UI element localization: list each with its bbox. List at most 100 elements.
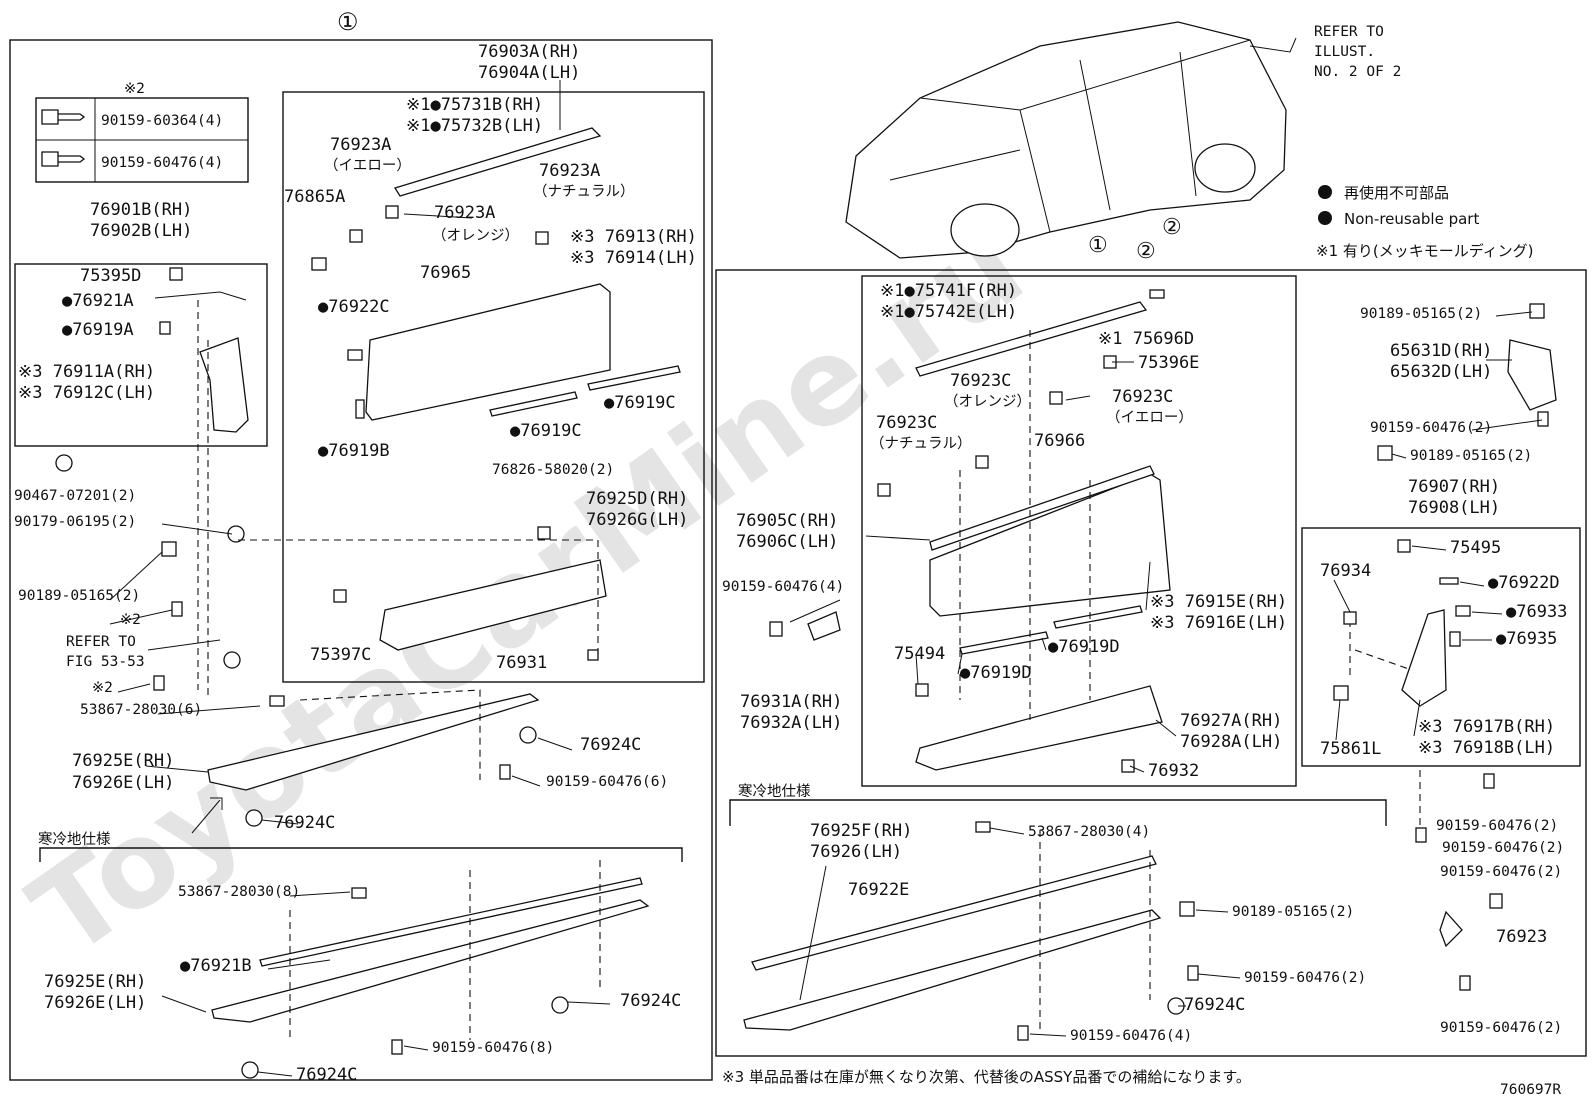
- part-label: ●76922C: [318, 297, 390, 317]
- part-label: 76901B(RH): [90, 200, 192, 220]
- part-label: 90159-60476(2): [1440, 864, 1562, 880]
- screw-icon: [41, 109, 86, 125]
- section-2-labels: ※1●75741F(RH) ※1●75742E(LH) ※1 75696D 75…: [722, 281, 1366, 1044]
- part-label: ●76919C: [604, 393, 676, 413]
- part-label: ●76933: [1506, 602, 1567, 622]
- clip-76922d: [1439, 577, 1459, 585]
- part-label: 76924C: [620, 991, 681, 1011]
- car-marker-1: ①: [1088, 233, 1108, 258]
- clip-icon: [877, 483, 891, 497]
- rocker-panel-lower: [211, 899, 650, 1023]
- part-label: ※1 75696D: [1098, 329, 1194, 349]
- moulding-panel-2: [929, 473, 1171, 617]
- car-marker-2a: ②: [1162, 215, 1182, 240]
- clip-76919a: [159, 321, 171, 335]
- clip-icon: [161, 541, 177, 557]
- clip-icon: [587, 649, 599, 661]
- clip-icon: [385, 205, 399, 219]
- clip-76919b: [355, 399, 365, 419]
- screw-icon: [171, 601, 183, 617]
- part-label: 76934: [1320, 561, 1371, 581]
- part-label: 90159-60476(2): [1442, 840, 1564, 856]
- part-label: 76924C: [1184, 995, 1245, 1015]
- clip-icon: [1529, 303, 1545, 319]
- cold-spec-bracket-2: [729, 799, 1387, 826]
- part-label: 90189-05165(2): [1360, 306, 1482, 322]
- lower-strip-3: [959, 631, 1049, 655]
- screw-icon: [153, 675, 165, 691]
- moulding-frame-2: [861, 275, 1297, 787]
- part-label: 75494: [894, 644, 945, 664]
- part-label: 76932A(LH): [740, 713, 842, 733]
- refer-illust-1: REFER TO: [1314, 24, 1384, 40]
- part-label: 90467-07201(2): [14, 488, 136, 504]
- section-2-leaders: [789, 311, 1543, 1037]
- part-label: 76923A: [539, 161, 600, 181]
- table-row-1: 90159-60364(4): [101, 113, 223, 129]
- part-label: 76928A(LH): [1180, 732, 1282, 752]
- clip-icon: [351, 887, 367, 899]
- clip-icon: [1333, 685, 1349, 701]
- table-mark: ※2: [124, 81, 145, 97]
- screw-icon: [391, 1039, 403, 1055]
- screw-icon: [1415, 827, 1427, 843]
- clip-76933: [1455, 605, 1471, 617]
- part-label: 76826-58020(2): [492, 462, 614, 478]
- front-end-piece: [199, 337, 249, 433]
- part-label: 65631D(RH): [1390, 341, 1492, 361]
- part-label: ※1●75742E(LH): [880, 302, 1017, 322]
- part-label: 76908(LH): [1408, 498, 1500, 518]
- part-label: 76907(RH): [1408, 477, 1500, 497]
- chrome-moulding: [393, 127, 602, 197]
- part-label: 76931A(RH): [740, 692, 842, 712]
- part-label: 76923A: [434, 203, 495, 223]
- part-label: ●76919C: [510, 421, 582, 441]
- screw-icon: [1187, 965, 1199, 981]
- part-label: （ナチュラル）: [533, 183, 635, 200]
- part-label: 76932: [1148, 761, 1199, 781]
- clip-icon: [1121, 759, 1135, 773]
- part-label: 76925E(RH): [72, 751, 174, 771]
- part-label: 90159-60476(8): [432, 1040, 554, 1056]
- clip-icon: [537, 526, 551, 540]
- guide-lines-1: [197, 300, 601, 1040]
- part-label: ●76921A: [62, 291, 134, 311]
- part-label: ●76921B: [180, 956, 252, 976]
- clip-76935: [1449, 631, 1461, 647]
- part-label: （オレンジ）: [944, 393, 1031, 410]
- section-1-labels: 76903A(RH) 76904A(LH) ※1●75731B(RH) ※1●7…: [14, 42, 697, 1085]
- clip-icon: [55, 454, 73, 472]
- part-label: 76931: [496, 653, 547, 673]
- guide-lines-2: [959, 330, 1441, 1030]
- front-piece-frame: [14, 263, 268, 447]
- clip-icon: [975, 821, 991, 833]
- part-label: 76924C: [580, 735, 641, 755]
- part-label: ※3 76918B(LH): [1418, 738, 1555, 758]
- moulding-retainer: [379, 559, 607, 651]
- footnote: ※3 単品品番は在庫が無くなり次第、代替後のASSY品番での補給になります。: [722, 1068, 1251, 1086]
- part-label: 76925D(RH): [586, 489, 688, 509]
- screw-icon: [1459, 975, 1471, 991]
- clip-75696d: [1149, 289, 1165, 299]
- part-label: （ナチュラル）: [870, 435, 972, 452]
- part-label: 90189-05165(2): [18, 588, 140, 604]
- chrome-moulding-2: [915, 301, 1148, 377]
- part-label: ※3 76917B(RH): [1418, 717, 1555, 737]
- part-label: 90189-05165(2): [1232, 904, 1354, 920]
- part-label: 90159-60476(2): [1244, 970, 1366, 986]
- clip-icon: [349, 229, 363, 243]
- upper-moulding-panel: [365, 283, 611, 421]
- part-label: ●76919B: [318, 441, 390, 461]
- section-marker-2: ②: [1136, 239, 1156, 264]
- right-labels: 90189-05165(2) 65631D(RH) 65632D(LH) 901…: [1320, 306, 1567, 1036]
- part-label: 90159-60476(2): [1440, 1020, 1562, 1036]
- legend-note1: ※1 有り(メッキモールディング): [1316, 242, 1534, 260]
- part-label: （オレンジ）: [432, 227, 519, 244]
- part-label: 53867-28030(8): [178, 884, 300, 900]
- part-label: ※3 76914(LH): [570, 248, 697, 268]
- screw-table: 90159-60364(4) 90159-60476(4): [35, 97, 249, 183]
- part-label: 76923: [1496, 927, 1547, 947]
- part-label: 76927A(RH): [1180, 711, 1282, 731]
- lower-strip-4: [1053, 605, 1143, 629]
